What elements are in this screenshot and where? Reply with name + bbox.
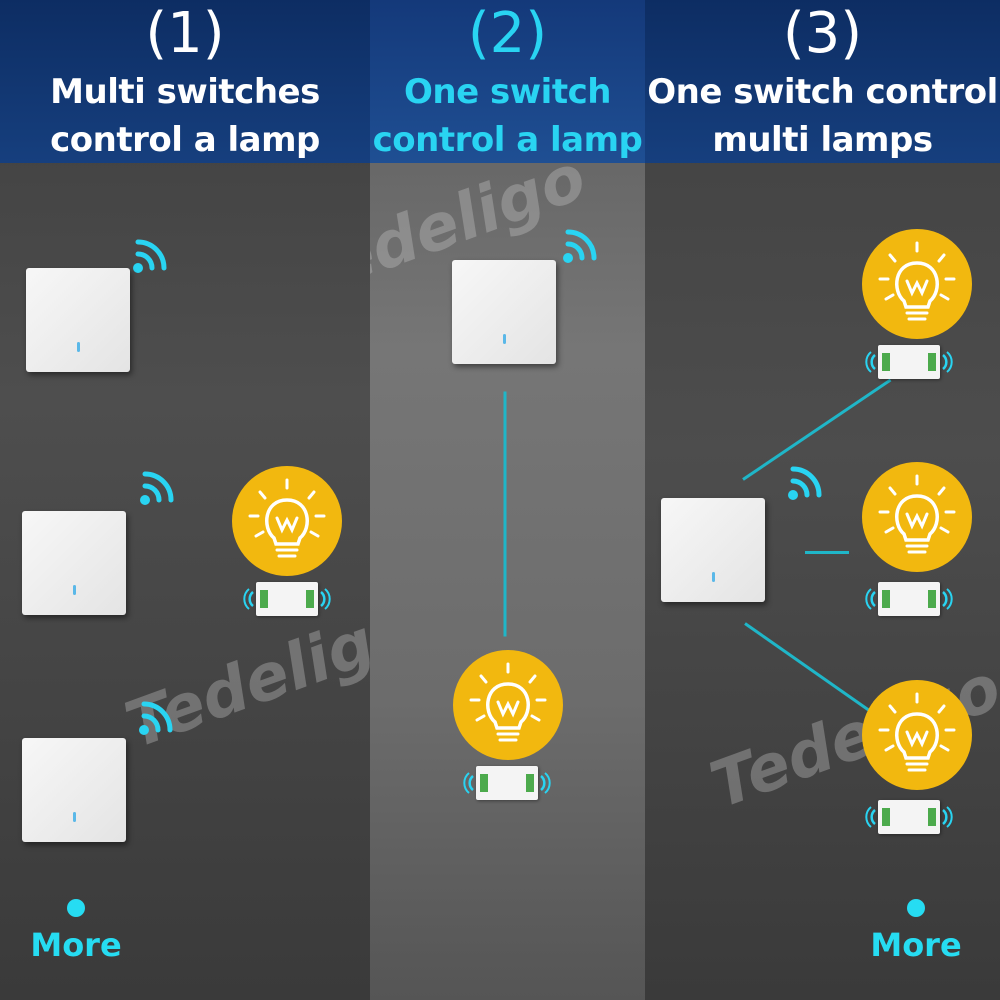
panel-multi-switches: (1) Multi switches control a lamp Tedeli…	[0, 0, 370, 1000]
panel-3-header: (3) One switch control multi lamps	[645, 0, 1000, 163]
wall-switch	[661, 498, 765, 602]
switch-led	[77, 342, 80, 352]
panel-2-header: (2) One switch control a lamp	[370, 0, 645, 163]
wifi-signal-icon	[785, 455, 833, 503]
panel-2-title: One switch control a lamp	[370, 68, 645, 164]
receiver-body	[878, 800, 940, 834]
wall-switch	[22, 511, 126, 615]
light-bulb-icon	[232, 466, 342, 576]
relay-receiver-module	[864, 345, 954, 379]
panel-1-header: (1) Multi switches control a lamp	[0, 0, 370, 163]
wall-switch	[22, 738, 126, 842]
more-link-left[interactable]: More	[30, 926, 122, 964]
wifi-signal-icon	[560, 218, 608, 266]
panel-2-number: (2)	[467, 1, 548, 66]
receiver-body	[878, 582, 940, 616]
panel-3-number: (3)	[782, 1, 863, 66]
panel-3-title-line2: multi lamps	[712, 120, 933, 160]
panel-2-title-line1: One switch	[404, 72, 611, 112]
panel-1-title-line1: Multi switches	[50, 72, 320, 112]
panel-one-switch-one-lamp: (2) One switch control a lamp Tedeligo	[370, 0, 645, 1000]
switch-led	[503, 334, 506, 344]
switch-led	[712, 572, 715, 582]
relay-receiver-module	[462, 766, 552, 800]
light-bulb-icon	[453, 650, 563, 760]
relay-receiver-module	[864, 582, 954, 616]
wifi-signal-icon	[137, 460, 185, 508]
panel-3-title: One switch control multi lamps	[645, 68, 1000, 164]
connection-line	[503, 391, 507, 637]
wall-switch	[452, 260, 556, 364]
panel-1-title-line2: control a lamp	[50, 120, 320, 160]
wifi-signal-icon	[130, 228, 178, 276]
panel-3-title-line1: One switch control	[647, 72, 998, 112]
connection-line	[805, 551, 849, 554]
panel-1-title: Multi switches control a lamp	[0, 68, 370, 164]
light-bulb-icon	[862, 680, 972, 790]
more-dot	[67, 899, 85, 917]
wifi-signal-icon	[136, 690, 184, 738]
receiver-body	[256, 582, 318, 616]
relay-receiver-module	[864, 800, 954, 834]
switch-led	[73, 585, 76, 595]
receiver-body	[476, 766, 538, 800]
more-dot	[907, 899, 925, 917]
panel-2-title-line2: control a lamp	[372, 120, 643, 160]
relay-receiver-module	[242, 582, 332, 616]
switch-led	[73, 812, 76, 822]
panel-one-switch-multi-lamps: (3) One switch control multi lamps Tedel…	[645, 0, 1000, 1000]
light-bulb-icon	[862, 229, 972, 339]
wall-switch	[26, 268, 130, 372]
panel-1-number: (1)	[145, 1, 225, 66]
light-bulb-icon	[862, 462, 972, 572]
more-link-right[interactable]: More	[870, 926, 962, 964]
receiver-body	[878, 345, 940, 379]
connection-line	[744, 622, 877, 717]
